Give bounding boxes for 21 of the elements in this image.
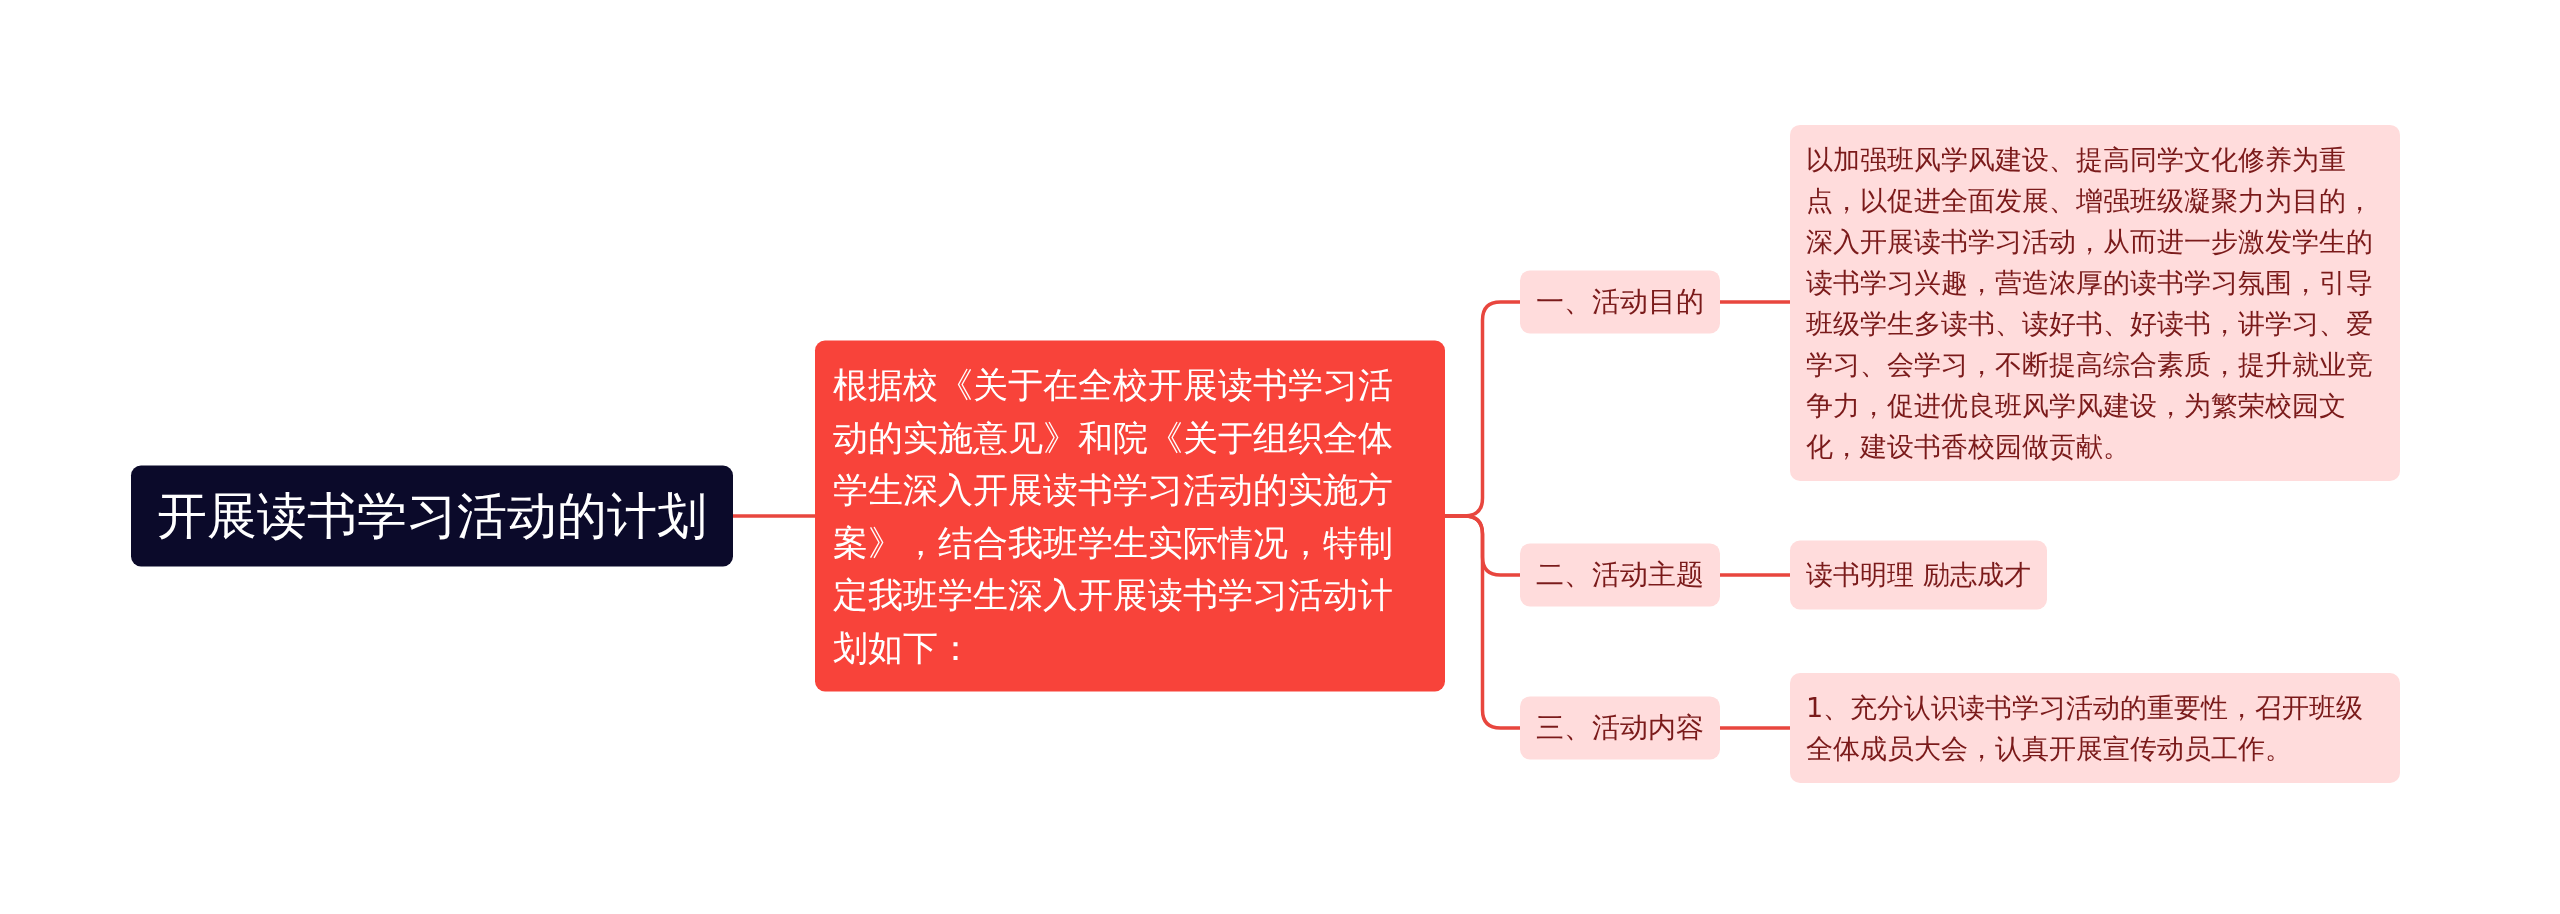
- main-topic-box: [815, 340, 1445, 692]
- branch-topic-text: 一、活动目的: [1536, 284, 1704, 321]
- root-topic-text: 开展读书学习活动的计划: [157, 485, 707, 547]
- root-topic-box: [131, 465, 733, 567]
- detail-box: [1790, 672, 2400, 784]
- detail-text: 以加强班风学风建设、提高同学文化修养为重点，以促进全面发展、增强班级凝聚力为目的，深入开展读书学习活动，从而进一步激发学生的读书学习兴趣，营造浓厚的读书学习氛围，引导班级学生多读书、读好书、好读书，讲学习、爱学习、会学习，不断提高综合素质，提升就业竞争力，促进优良班风学风建设，为繁荣校园文化，建设书香校园做贡献。: [1806, 142, 2374, 465]
- detail-text: 1、充分认识读书学习活动的重要性，召开班级全体成员大会，认真开展宣传动员工作。: [1806, 690, 2365, 766]
- connector-line: [1720, 726, 1790, 730]
- connector-line: [733, 514, 815, 518]
- detail-text: 读书明理 励志成才: [1806, 558, 2031, 593]
- branch-topic-box: [1520, 696, 1720, 760]
- connector-line: [1445, 514, 1520, 730]
- detail-box: [1790, 540, 2047, 610]
- branch-topic-text: 二、活动主题: [1536, 557, 1704, 594]
- branch-topic-text: 三、活动内容: [1536, 710, 1704, 747]
- connector-line: [1720, 573, 1790, 577]
- connector-line: [1720, 300, 1790, 304]
- branch-topic-box: [1520, 270, 1720, 334]
- detail-box: [1790, 124, 2400, 482]
- branch-topic-box: [1520, 543, 1720, 607]
- main-topic-text: 根据校《关于在全校开展读书学习活动的实施意见》和院《关于组织全体学生深入开展读书学习活动的实施方案》，结合我班学生实际情况，特制定我班学生深入开展读书学习活动计划如下：: [833, 363, 1394, 669]
